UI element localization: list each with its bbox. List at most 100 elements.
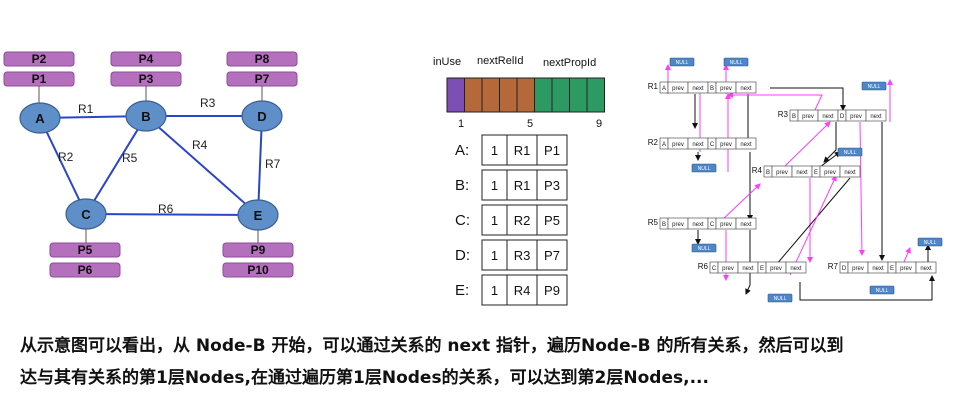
- edge-label-r6: R6: [158, 202, 174, 216]
- pointer-arrows: [665, 64, 935, 301]
- relationship-record-value: A: [662, 142, 666, 148]
- relationship-record-cell: [735, 217, 757, 230]
- node-label-d: D: [257, 109, 266, 124]
- relationship-record-value: next: [740, 142, 752, 148]
- relationship-record-value: prev: [720, 86, 732, 92]
- relationship-record-value: next: [692, 222, 704, 228]
- relationship-record-value: next: [796, 170, 808, 176]
- record-bar-segment: [534, 77, 553, 113]
- index-mid: 5: [527, 118, 533, 130]
- record-cell: [506, 274, 538, 306]
- relationship-record-value: prev: [720, 222, 732, 228]
- relationship-record-value: prev: [720, 142, 732, 148]
- null-label: NULL: [844, 150, 857, 156]
- edge-r4: [145, 115, 259, 216]
- relationship-record-value: prev: [850, 114, 862, 120]
- row-label: D:: [455, 247, 470, 264]
- null-label: NULL: [676, 60, 689, 66]
- edge-label-r1: R1: [78, 102, 94, 116]
- edge-label-r3: R3: [200, 96, 216, 110]
- null-marker: [917, 237, 943, 247]
- edge-label-r7: R7: [265, 157, 281, 171]
- record-cell-value: P7: [544, 248, 560, 263]
- record-cell-value: 1: [491, 143, 498, 158]
- relationship-record-name: R5: [648, 218, 659, 227]
- relationship-record-value: next: [692, 86, 704, 92]
- record-cell-value: R3: [514, 248, 531, 263]
- record-bar-segment: [586, 77, 605, 113]
- property-pill: [49, 262, 121, 278]
- property-label: P5: [78, 243, 93, 257]
- node-a: [19, 102, 61, 134]
- record-cell-value: 1: [491, 283, 498, 298]
- row-label: B:: [455, 177, 469, 194]
- relationship-record-cell: [785, 261, 807, 274]
- record-cell: [506, 239, 538, 271]
- property-pill: [222, 262, 294, 278]
- null-marker: [861, 81, 887, 91]
- relationship-record-cell: [735, 81, 757, 94]
- caption-line-2: 达与其有关系的第1层Nodes,在通过遍历第1层Nodes的关系，可以达到第2层…: [20, 368, 709, 388]
- relationship-record-value: C: [710, 142, 715, 148]
- edge-r7: [257, 115, 263, 216]
- property-label: P4: [139, 52, 154, 66]
- row-label: C:: [455, 212, 470, 229]
- relationship-record-value: E: [814, 170, 818, 176]
- relationship-record-name: R2: [648, 138, 659, 147]
- relationship-record-cell: [735, 137, 757, 150]
- record-bar-segment: [516, 77, 535, 113]
- property-label: P1: [32, 72, 47, 86]
- null-label: NULL: [698, 246, 711, 252]
- null-marker: [691, 163, 717, 173]
- relationship-record-name: R4: [752, 166, 763, 175]
- relationship-record-value: prev: [672, 142, 684, 148]
- property-pill: [226, 51, 298, 67]
- property-label: P7: [255, 72, 270, 86]
- relationship-record-value: B: [710, 86, 714, 92]
- record-cell-value: P5: [544, 213, 560, 228]
- record-cell-value: 1: [491, 248, 498, 263]
- node-label-a: A: [35, 111, 45, 126]
- null-marker: [723, 57, 749, 67]
- relationship-record-value: prev: [824, 170, 836, 176]
- relationship-record-name: R3: [778, 110, 789, 119]
- record-cell: [536, 204, 568, 236]
- relationship-record-value: next: [844, 170, 856, 176]
- null-label: NULL: [730, 60, 743, 66]
- relationship-record-value: prev: [722, 266, 734, 272]
- relationship-record-value: next: [742, 266, 754, 272]
- record-cell-value: P9: [544, 283, 560, 298]
- row-label: E:: [455, 282, 469, 299]
- record-cell: [481, 204, 508, 236]
- property-label: P2: [32, 52, 47, 66]
- node-label-e: E: [254, 208, 263, 223]
- record-bar-segment: [446, 77, 465, 113]
- null-label: NULL: [868, 84, 881, 90]
- node-label-b: B: [141, 109, 150, 124]
- index-start: 1: [458, 118, 464, 130]
- edge-r2: [39, 117, 87, 215]
- null-marker: [767, 293, 793, 303]
- relationship-record-value: prev: [672, 222, 684, 228]
- edge-label-r5: R5: [122, 151, 138, 165]
- record-cell: [481, 134, 508, 166]
- edge-r6: [85, 213, 259, 216]
- record-bar-segment: [569, 77, 588, 113]
- record-cell: [506, 169, 538, 201]
- record-cell: [506, 134, 538, 166]
- index-end: 9: [596, 118, 602, 130]
- record-cell: [481, 169, 508, 201]
- record-cell: [481, 239, 508, 271]
- relationship-record-value: prev: [802, 114, 814, 120]
- property-pill: [110, 51, 182, 67]
- header-inuse: inUse: [433, 56, 461, 68]
- record-cell: [536, 134, 568, 166]
- node-b: [125, 100, 167, 132]
- node-label-c: C: [81, 207, 91, 222]
- property-pill: [222, 242, 294, 258]
- property-label: P10: [247, 263, 269, 277]
- record-cell-value: R1: [514, 143, 531, 158]
- relationship-record-value: C: [712, 266, 717, 272]
- null-marker: [869, 285, 895, 295]
